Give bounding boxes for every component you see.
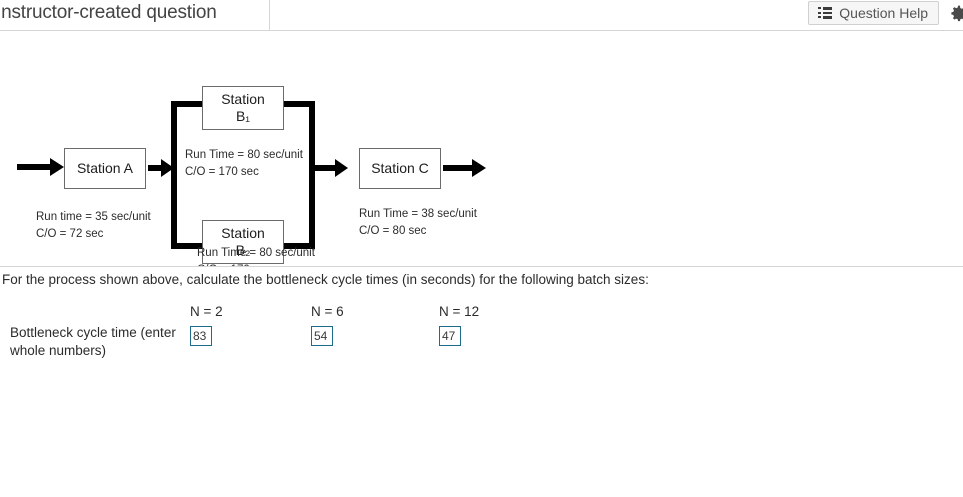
- outbound-arrow-shaft: [443, 165, 475, 171]
- inbound-arrow-head: [50, 158, 64, 176]
- caption-station-a-line1: Run time = 35 sec/unit: [36, 211, 151, 223]
- process-flow-diagram: Station A Run time = 35 sec/unit C/O = 7…: [0, 31, 963, 266]
- caption-station-b2-line1: Run Time = 80 sec/unit: [197, 247, 315, 259]
- node-station-b1-label: Station: [221, 90, 265, 107]
- node-station-a: Station A: [64, 148, 146, 189]
- branch-rail-right: [309, 101, 315, 249]
- caption-station-c-line2: C/O = 80 sec: [359, 224, 427, 237]
- caption-station-a: Run time = 35 sec/unit C/O = 72 sec: [36, 209, 151, 242]
- caption-station-c: Run Time = 38 sec/unit C/O = 80 sec: [359, 206, 477, 239]
- answer-input-n6[interactable]: [311, 326, 333, 346]
- caption-station-c-line1: Run Time = 38 sec/unit: [359, 208, 477, 220]
- branch-rail-top-left: [171, 101, 206, 107]
- column-header-n2: N = 2: [190, 304, 223, 319]
- caption-station-b1: Run Time = 80 sec/unit C/O = 170 sec: [185, 147, 303, 180]
- question-help-label: Question Help: [839, 5, 928, 21]
- page-title: Instructor-created question: [0, 2, 217, 23]
- caption-station-a-line2: C/O = 72 sec: [36, 227, 104, 240]
- process-diagram-panel: Station A Run time = 35 sec/unit C/O = 7…: [0, 31, 963, 267]
- branch-rail-bottom-left: [171, 243, 206, 249]
- node-station-b1: Station B₁: [202, 86, 284, 130]
- column-header-n6: N = 6: [311, 304, 344, 319]
- page-header: Instructor-created question Question Hel…: [0, 0, 963, 31]
- node-station-b2: Station B₂: [202, 220, 284, 264]
- arrow-a-to-branch-head: [161, 159, 174, 177]
- answer-input-n12[interactable]: [439, 326, 461, 346]
- branch-rail-top-right: [281, 101, 315, 107]
- caption-station-b2-line2: C/O = 170 sec: [197, 262, 315, 266]
- node-station-c-label: Station C: [371, 159, 429, 176]
- caption-station-b1-line1: Run Time = 80 sec/unit: [185, 149, 303, 161]
- node-station-b1-sublabel: B₁: [235, 108, 251, 124]
- list-icon: [818, 7, 833, 19]
- node-station-a-label: Station A: [76, 159, 134, 176]
- caption-station-b1-line2: C/O = 170 sec: [185, 165, 259, 178]
- outbound-arrow-head: [472, 159, 486, 177]
- column-header-n12: N = 12: [439, 304, 480, 319]
- gear-icon[interactable]: [949, 4, 963, 24]
- inbound-arrow-shaft: [17, 164, 55, 170]
- question-prompt: For the process shown above, calculate t…: [2, 272, 649, 287]
- node-station-b2-sublabel: B₂: [235, 242, 251, 258]
- arrow-a-to-branch-shaft: [148, 165, 166, 171]
- caption-station-b2: Run Time = 80 sec/unit C/O = 170 sec: [197, 245, 315, 266]
- answer-input-n2[interactable]: [190, 326, 212, 346]
- answer-row-label: Bottleneck cycle time (enter whole numbe…: [10, 325, 176, 359]
- question-help-button[interactable]: Question Help: [808, 1, 939, 25]
- branch-rail-left: [171, 101, 177, 249]
- arrow-branch-to-c-shaft: [314, 165, 340, 171]
- branch-rail-bottom-right: [281, 243, 315, 249]
- node-station-b2-label: Station: [221, 224, 265, 241]
- header-divider: [269, 0, 270, 31]
- node-station-c: Station C: [359, 148, 441, 189]
- arrow-branch-to-c-head: [335, 159, 348, 177]
